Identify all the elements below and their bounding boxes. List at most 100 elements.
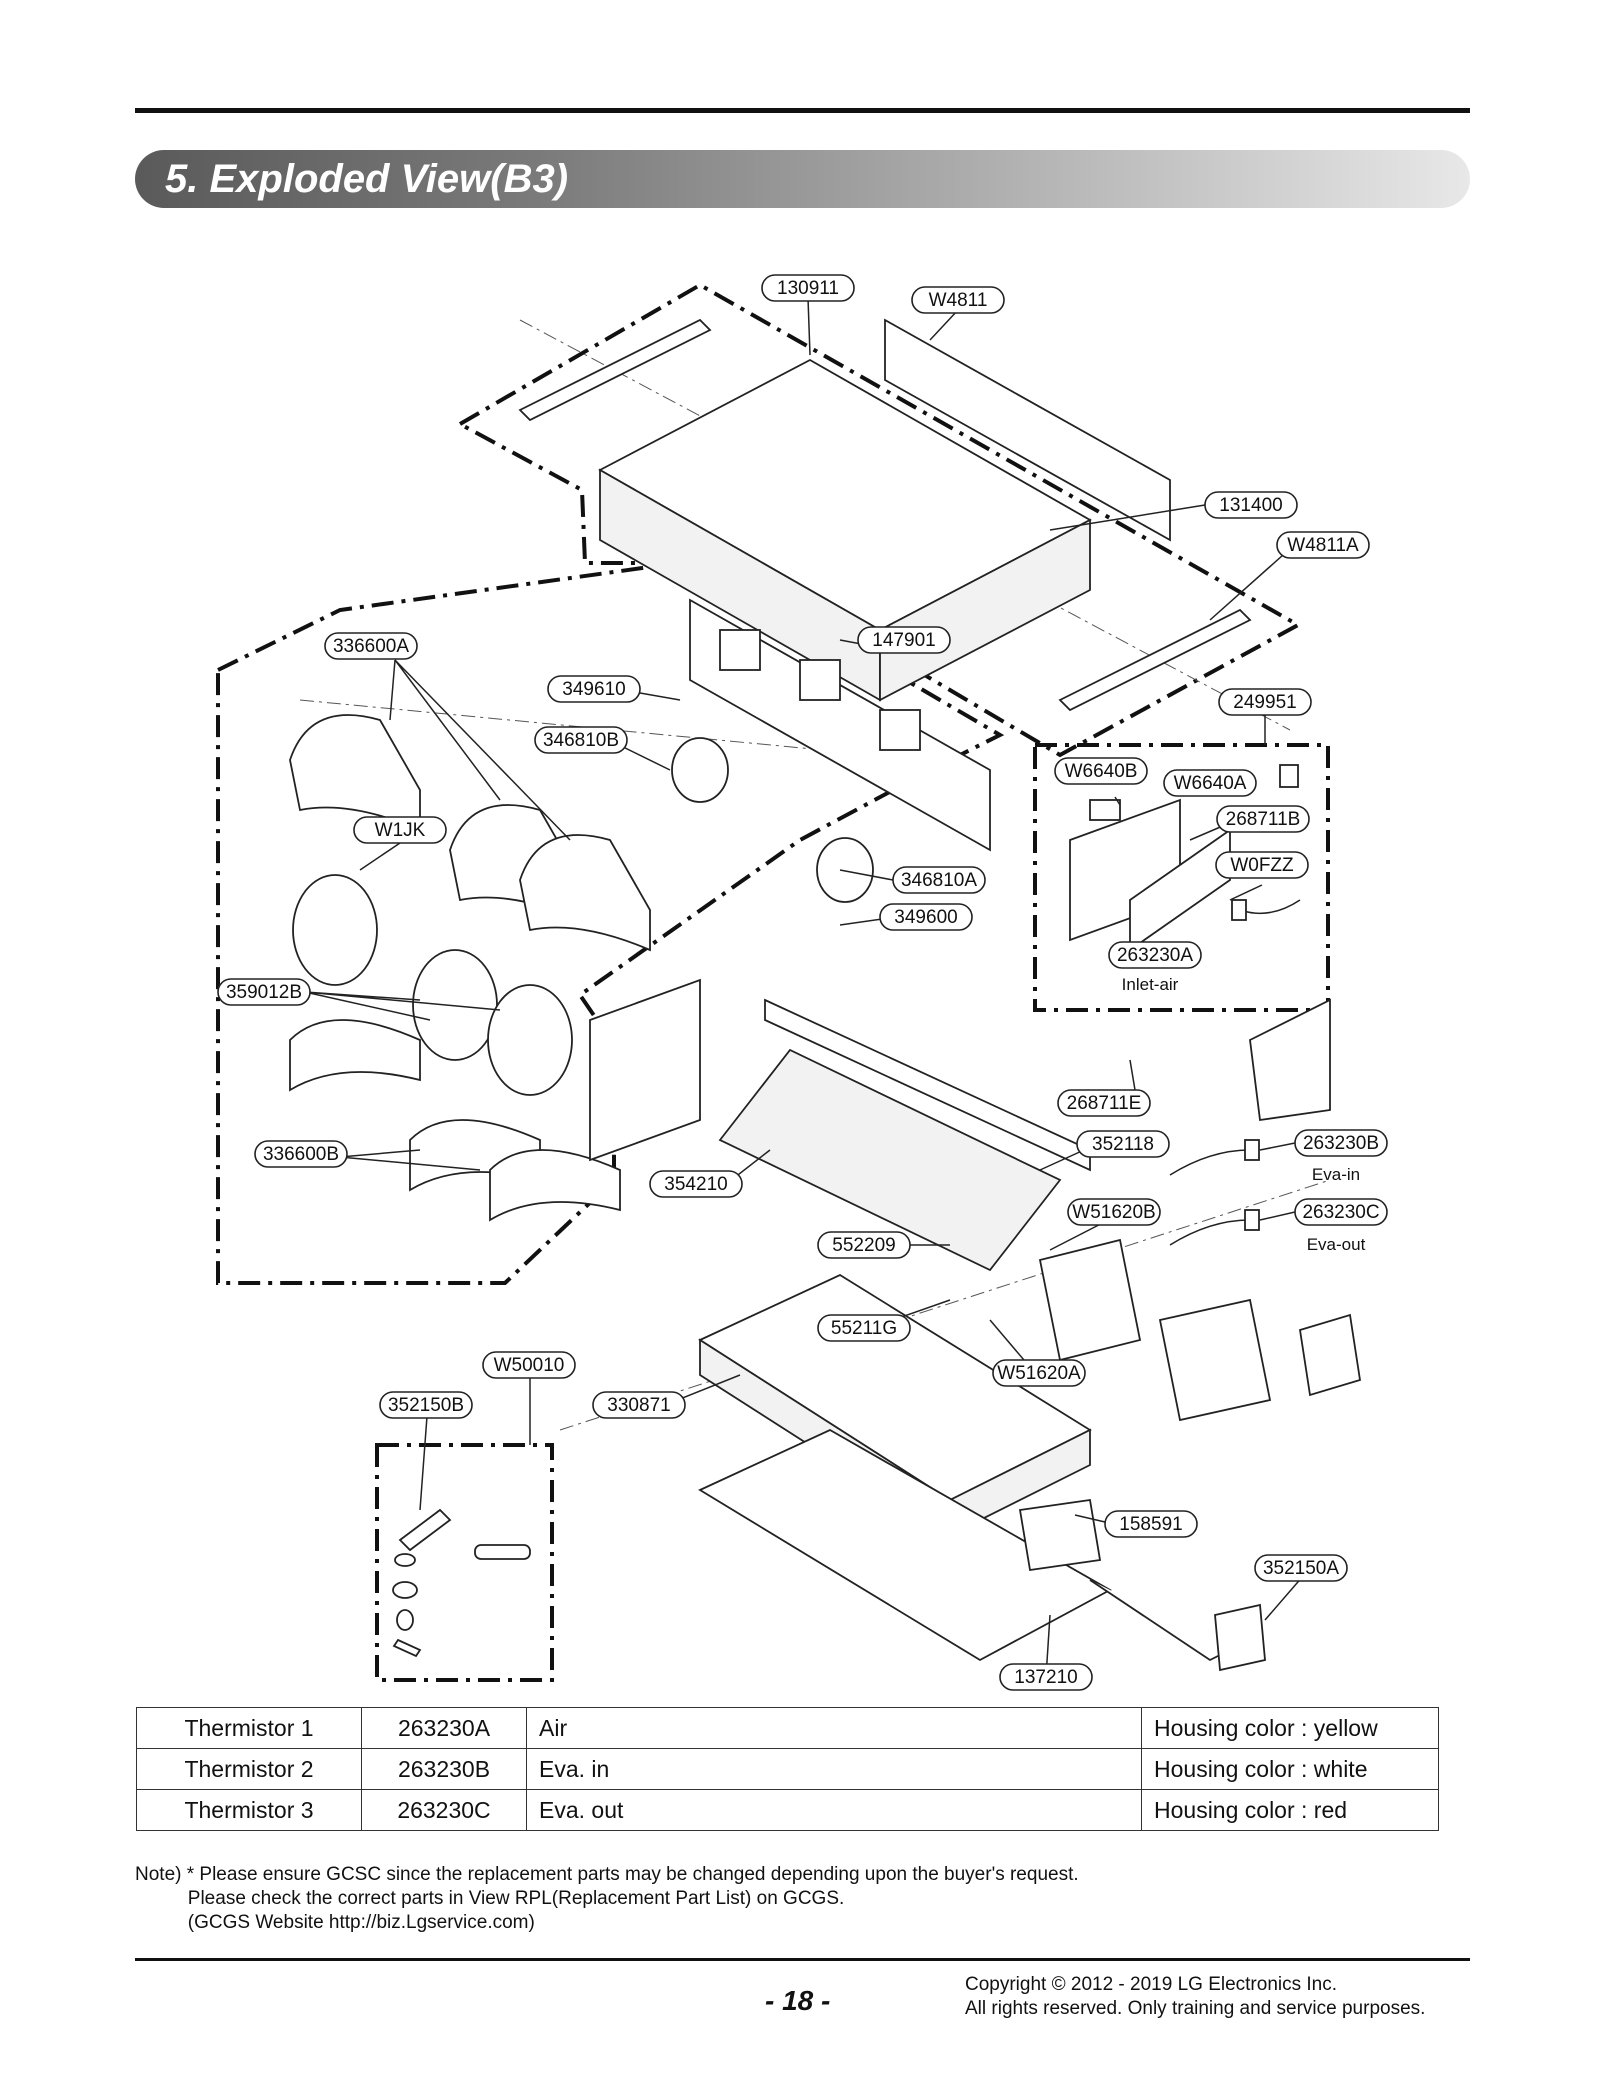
thermistor-location: Air	[526, 1707, 1142, 1749]
callout-268711B: 268711B	[1216, 805, 1310, 833]
sublabel-inlet-air: Inlet-air	[1122, 975, 1179, 994]
svg-text:158591: 158591	[1119, 1514, 1182, 1535]
callout-349610: 349610	[547, 675, 641, 703]
callout-W6640A: W6640A	[1163, 769, 1257, 797]
callout-W51620A: W51620A	[992, 1359, 1086, 1387]
svg-text:352118: 352118	[1092, 1134, 1154, 1155]
svg-text:Eva-in: Eva-in	[1312, 1165, 1360, 1184]
side-panels	[1158, 1298, 1362, 1422]
svg-text:263230B: 263230B	[1303, 1133, 1379, 1154]
svg-text:Inlet-air: Inlet-air	[1122, 975, 1179, 994]
callout-354210: 354210	[649, 1170, 743, 1198]
svg-text:W51620B: W51620B	[1072, 1202, 1155, 1223]
thermistor-code: 263230B	[361, 1748, 527, 1790]
section-title-bar: 5. Exploded View(B3)	[135, 150, 1470, 208]
thermistor-sensors	[1169, 899, 1301, 1246]
callout-W1JK: W1JK	[353, 816, 447, 844]
svg-text:147901: 147901	[872, 630, 935, 651]
svg-text:W50010: W50010	[494, 1355, 565, 1376]
page-number: - 18 -	[765, 1985, 831, 2016]
callout-336600B: 336600B	[254, 1140, 348, 1168]
note-line: Please check the correct parts in View R…	[135, 1888, 845, 1909]
drain-parts-group-outline	[375, 1443, 554, 1682]
table-row: Thermistor 3 263230C Eva. out Housing co…	[136, 1789, 1439, 1831]
svg-text:346810A: 346810A	[901, 870, 977, 891]
svg-text:359012B: 359012B	[226, 982, 302, 1003]
callout-W51620B: W51620B	[1067, 1198, 1161, 1226]
thermistor-location: Eva. out	[526, 1789, 1142, 1831]
callout-552209: 552209	[817, 1231, 911, 1259]
thermistor-code: 263230A	[361, 1707, 527, 1749]
svg-text:W4811A: W4811A	[1287, 535, 1359, 556]
svg-text:W6640B: W6640B	[1065, 761, 1138, 782]
svg-text:268711E: 268711E	[1067, 1093, 1142, 1114]
svg-text:Eva-out: Eva-out	[1307, 1235, 1366, 1254]
svg-text:130911: 130911	[777, 278, 839, 299]
callout-346810A: 346810A	[892, 866, 986, 894]
thermistor-code: 263230C	[361, 1789, 527, 1831]
callout-W4811A: W4811A	[1276, 531, 1370, 559]
thermistor-housing: Housing color : white	[1141, 1748, 1439, 1790]
fan-wheels	[292, 737, 874, 1096]
callout-336600A: 336600A	[324, 632, 418, 660]
svg-text:263230C: 263230C	[1302, 1202, 1379, 1223]
section-title: 5. Exploded View(B3)	[165, 157, 569, 201]
thermistor-name: Thermistor 1	[136, 1707, 362, 1749]
thermistor-name: Thermistor 3	[136, 1789, 362, 1831]
note-block: Note) * Please ensure GCSC since the rep…	[135, 1863, 1079, 1935]
thermistor-location: Eva. in	[526, 1748, 1142, 1790]
svg-text:W4811: W4811	[929, 290, 988, 311]
drain-pan-and-base	[698, 1273, 1266, 1672]
copyright-notice: Copyright © 2012 - 2019 LG Electronics I…	[965, 1973, 1425, 2021]
svg-text:W1JK: W1JK	[375, 820, 426, 841]
svg-text:352150B: 352150B	[388, 1395, 464, 1416]
callout-W0FZZ: W0FZZ	[1215, 851, 1309, 879]
callout-W50010: W50010	[482, 1351, 576, 1379]
svg-text:137210: 137210	[1014, 1667, 1077, 1688]
svg-text:336600B: 336600B	[263, 1144, 339, 1165]
callout-352150B: 352150B	[379, 1391, 473, 1419]
svg-text:W6640A: W6640A	[1174, 773, 1247, 794]
svg-text:263230A: 263230A	[1117, 945, 1193, 966]
svg-text:55211G: 55211G	[831, 1318, 897, 1339]
svg-text:354210: 354210	[664, 1174, 727, 1195]
thermistor-housing: Housing color : yellow	[1141, 1707, 1439, 1749]
svg-text:352150A: 352150A	[1263, 1558, 1339, 1579]
callout-359012B: 359012B	[217, 978, 311, 1006]
top-rule	[135, 108, 1470, 113]
drain-hose-parts	[392, 1508, 531, 1658]
sublabel-eva-in: Eva-in	[1312, 1165, 1360, 1184]
note-line: Note) * Please ensure GCSC since the rep…	[135, 1864, 1079, 1885]
callout-263230B: 263230B	[1294, 1129, 1388, 1157]
callout-131400: 131400	[1204, 491, 1298, 519]
fan-housings	[289, 714, 651, 1222]
svg-text:268711B: 268711B	[1226, 809, 1301, 830]
note-line: (GCGS Website http://biz.Lgservice.com)	[135, 1912, 535, 1933]
svg-text:336600A: 336600A	[333, 636, 409, 657]
callout-263230A: 263230A	[1108, 941, 1202, 969]
svg-text:249951: 249951	[1233, 692, 1296, 713]
thermistor-name: Thermistor 2	[136, 1748, 362, 1790]
callout-130911: 130911	[761, 274, 855, 302]
svg-text:W0FZZ: W0FZZ	[1230, 855, 1294, 876]
svg-text:349600: 349600	[894, 907, 957, 928]
callout-330871: 330871	[592, 1391, 686, 1419]
callout-249951: 249951	[1218, 688, 1312, 716]
callout-W6640B: W6640B	[1054, 757, 1148, 785]
callout-352150A: 352150A	[1254, 1554, 1348, 1582]
callout-352118: 352118	[1076, 1130, 1170, 1158]
sublabel-eva-out: Eva-out	[1307, 1235, 1366, 1254]
callout-W4811: W4811	[911, 286, 1005, 314]
evaporator-coil	[589, 978, 1331, 1362]
callout-346810B: 346810B	[534, 726, 628, 754]
svg-text:131400: 131400	[1219, 495, 1282, 516]
callout-137210: 137210	[999, 1663, 1093, 1691]
bottom-rule	[135, 1958, 1470, 1961]
thermistor-housing: Housing color : red	[1141, 1789, 1439, 1831]
thermistor-table: Thermistor 1 263230A Air Housing color :…	[136, 1707, 1439, 1831]
callout-349600: 349600	[879, 903, 973, 931]
callout-55211G: 55211G	[817, 1314, 911, 1342]
callout-147901: 147901	[857, 626, 951, 654]
svg-text:552209: 552209	[832, 1235, 895, 1256]
